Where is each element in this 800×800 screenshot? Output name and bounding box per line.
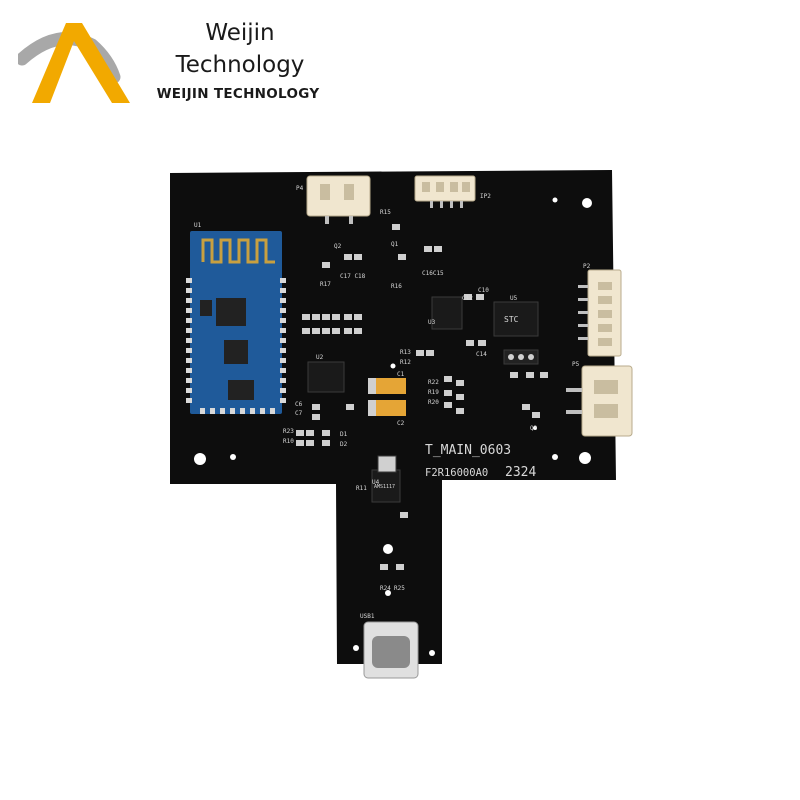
svg-text:U1: U1	[194, 222, 202, 229]
svg-text:P4: P4	[296, 185, 304, 192]
svg-text:C16C15: C16C15	[422, 270, 444, 277]
svg-text:R19: R19	[428, 389, 439, 396]
svg-text:R15: R15	[380, 209, 391, 216]
brand-tagline: WEIJIN TECHNOLOGY	[156, 86, 320, 102]
svg-text:U4: U4	[372, 479, 380, 486]
connector-p4	[306, 175, 371, 217]
svg-text:R12: R12	[400, 359, 411, 366]
svg-text:R22: R22	[428, 379, 439, 386]
svg-text:P5: P5	[572, 361, 580, 368]
svg-text:R10: R10	[283, 438, 294, 445]
svg-text:D1: D1	[340, 431, 348, 438]
svg-text:P2: P2	[583, 263, 591, 270]
svg-text:Q2: Q2	[334, 243, 342, 250]
antenna-trace	[201, 238, 275, 264]
svg-text:C10: C10	[478, 287, 489, 294]
svg-text:C12: C12	[462, 295, 473, 302]
svg-text:R25: R25	[394, 585, 405, 592]
svg-text:C7: C7	[295, 410, 303, 417]
svg-text:R13: R13	[400, 349, 411, 356]
svg-text:C14: C14	[476, 351, 487, 358]
chip-u5-stc	[493, 301, 539, 337]
connector-p5	[581, 365, 633, 437]
brand-subtitle: Technology	[175, 52, 305, 78]
svg-text:U3: U3	[428, 319, 436, 326]
chip-u2	[307, 361, 345, 393]
capacitor-c2	[368, 400, 406, 416]
svg-text:R23: R23	[283, 428, 294, 435]
svg-text:Q1: Q1	[391, 241, 399, 248]
svg-text:C1: C1	[397, 371, 405, 378]
svg-text:D2: D2	[340, 441, 348, 448]
brand-name: Weijin	[205, 20, 275, 46]
chip-u3	[431, 296, 463, 330]
svg-text:U5: U5	[510, 295, 518, 302]
capacitor-c1	[368, 378, 406, 394]
svg-text:STC: STC	[504, 315, 519, 324]
board-model-label: T_MAIN_0603	[425, 443, 511, 458]
arch-logo-icon	[18, 23, 130, 103]
svg-text:R16: R16	[391, 283, 402, 290]
svg-text:R17: R17	[320, 281, 331, 288]
svg-text:USB1: USB1	[360, 613, 375, 620]
svg-text:C6: C6	[295, 401, 303, 408]
svg-text:C2: C2	[397, 420, 405, 427]
svg-text:U2: U2	[316, 354, 324, 361]
svg-text:R24: R24	[380, 585, 391, 592]
svg-text:R11: R11	[356, 485, 367, 492]
svg-text:C17 C18: C17 C18	[340, 273, 366, 280]
svg-text:IP2: IP2	[480, 193, 491, 200]
svg-text:R20: R20	[428, 399, 439, 406]
board-code-label: F2R16000A0	[425, 467, 488, 479]
connectors	[306, 175, 633, 437]
board-date-label: 2324	[505, 465, 536, 480]
svg-text:AMS1117: AMS1117	[374, 484, 395, 490]
svg-text:Q3: Q3	[530, 425, 538, 432]
